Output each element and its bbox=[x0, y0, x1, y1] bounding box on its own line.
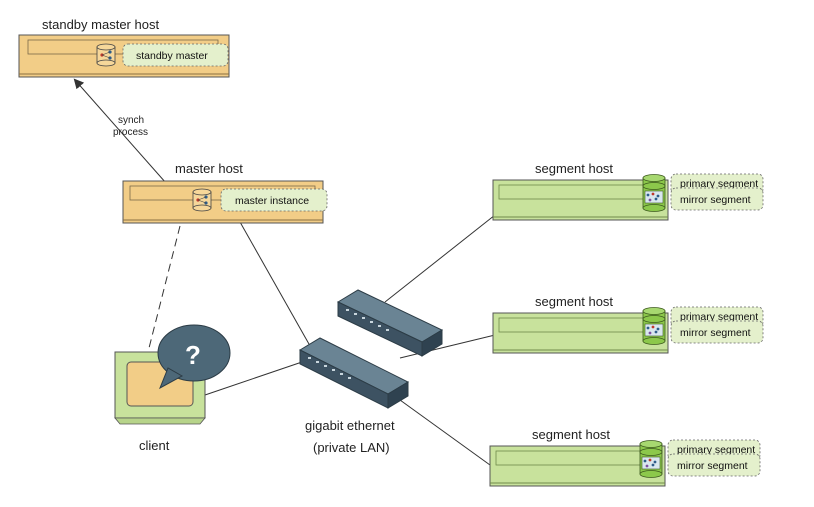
primary-segment-label: primary segment bbox=[677, 444, 755, 456]
synch-label-line2: process bbox=[113, 127, 148, 138]
database-icon bbox=[642, 307, 666, 345]
client-master-dashed-link bbox=[147, 225, 181, 353]
switch-segment-host-1-link bbox=[384, 214, 496, 303]
database-icon bbox=[96, 43, 116, 67]
standby-master-pill bbox=[122, 43, 229, 67]
mirror-segment-pill bbox=[670, 320, 764, 344]
client: ? client bbox=[114, 324, 231, 453]
speech-bubble-icon: ? bbox=[157, 324, 231, 390]
database-icon bbox=[642, 174, 666, 212]
client-label: client bbox=[139, 438, 170, 453]
question-mark: ? bbox=[185, 340, 201, 370]
network-label-line1: gigabit ethernet bbox=[305, 418, 395, 433]
segment-host-title: segment host bbox=[535, 294, 613, 309]
master-host-title: master host bbox=[175, 161, 243, 176]
network-label-line2: (private LAN) bbox=[313, 440, 390, 455]
segment-host-title: segment host bbox=[535, 161, 613, 176]
primary-segment-label: primary segment bbox=[680, 311, 758, 323]
network-switch-icon bbox=[298, 337, 410, 409]
master-host: master host master instance bbox=[122, 161, 328, 224]
primary-segment-label: primary segment bbox=[680, 178, 758, 190]
switch-segment-host-2-link bbox=[399, 334, 496, 359]
master-instance-label: master instance bbox=[235, 195, 309, 207]
segment-host: segment host primary segment mirror segmen… bbox=[492, 294, 764, 354]
standby-master-label: standby master bbox=[136, 50, 208, 62]
database-icon bbox=[192, 188, 212, 212]
synch-label-line1: synch bbox=[118, 115, 144, 126]
synch-arrow bbox=[73, 78, 167, 184]
segment-host: segment host primary segment mirror segmen… bbox=[492, 161, 764, 221]
segment-host-box bbox=[489, 445, 666, 487]
mirror-segment-pill bbox=[667, 453, 761, 477]
segment-host: segment host primary segment mirror segmen… bbox=[489, 427, 761, 487]
switch-segment-host-3-link bbox=[399, 399, 491, 466]
network-switch-icon bbox=[336, 289, 444, 357]
mirror-segment-pill bbox=[670, 187, 764, 211]
database-icon bbox=[639, 440, 663, 478]
segment-host-box bbox=[492, 179, 669, 221]
mirror-segment-label: mirror segment bbox=[677, 460, 748, 472]
segment-host-box bbox=[492, 312, 669, 354]
segment-hosts: segment host primary segment mirror segmen… bbox=[489, 161, 764, 487]
client-switch-link bbox=[204, 361, 303, 396]
master-switch-link bbox=[239, 221, 319, 361]
master-instance-pill bbox=[220, 188, 328, 212]
standby-master-host: standby master host standby master bbox=[18, 17, 230, 78]
standby-master-host-title: standby master host bbox=[42, 17, 159, 32]
segment-host-title: segment host bbox=[532, 427, 610, 442]
mirror-segment-label: mirror segment bbox=[680, 194, 751, 206]
connections bbox=[73, 78, 496, 466]
mirror-segment-label: mirror segment bbox=[680, 327, 751, 339]
